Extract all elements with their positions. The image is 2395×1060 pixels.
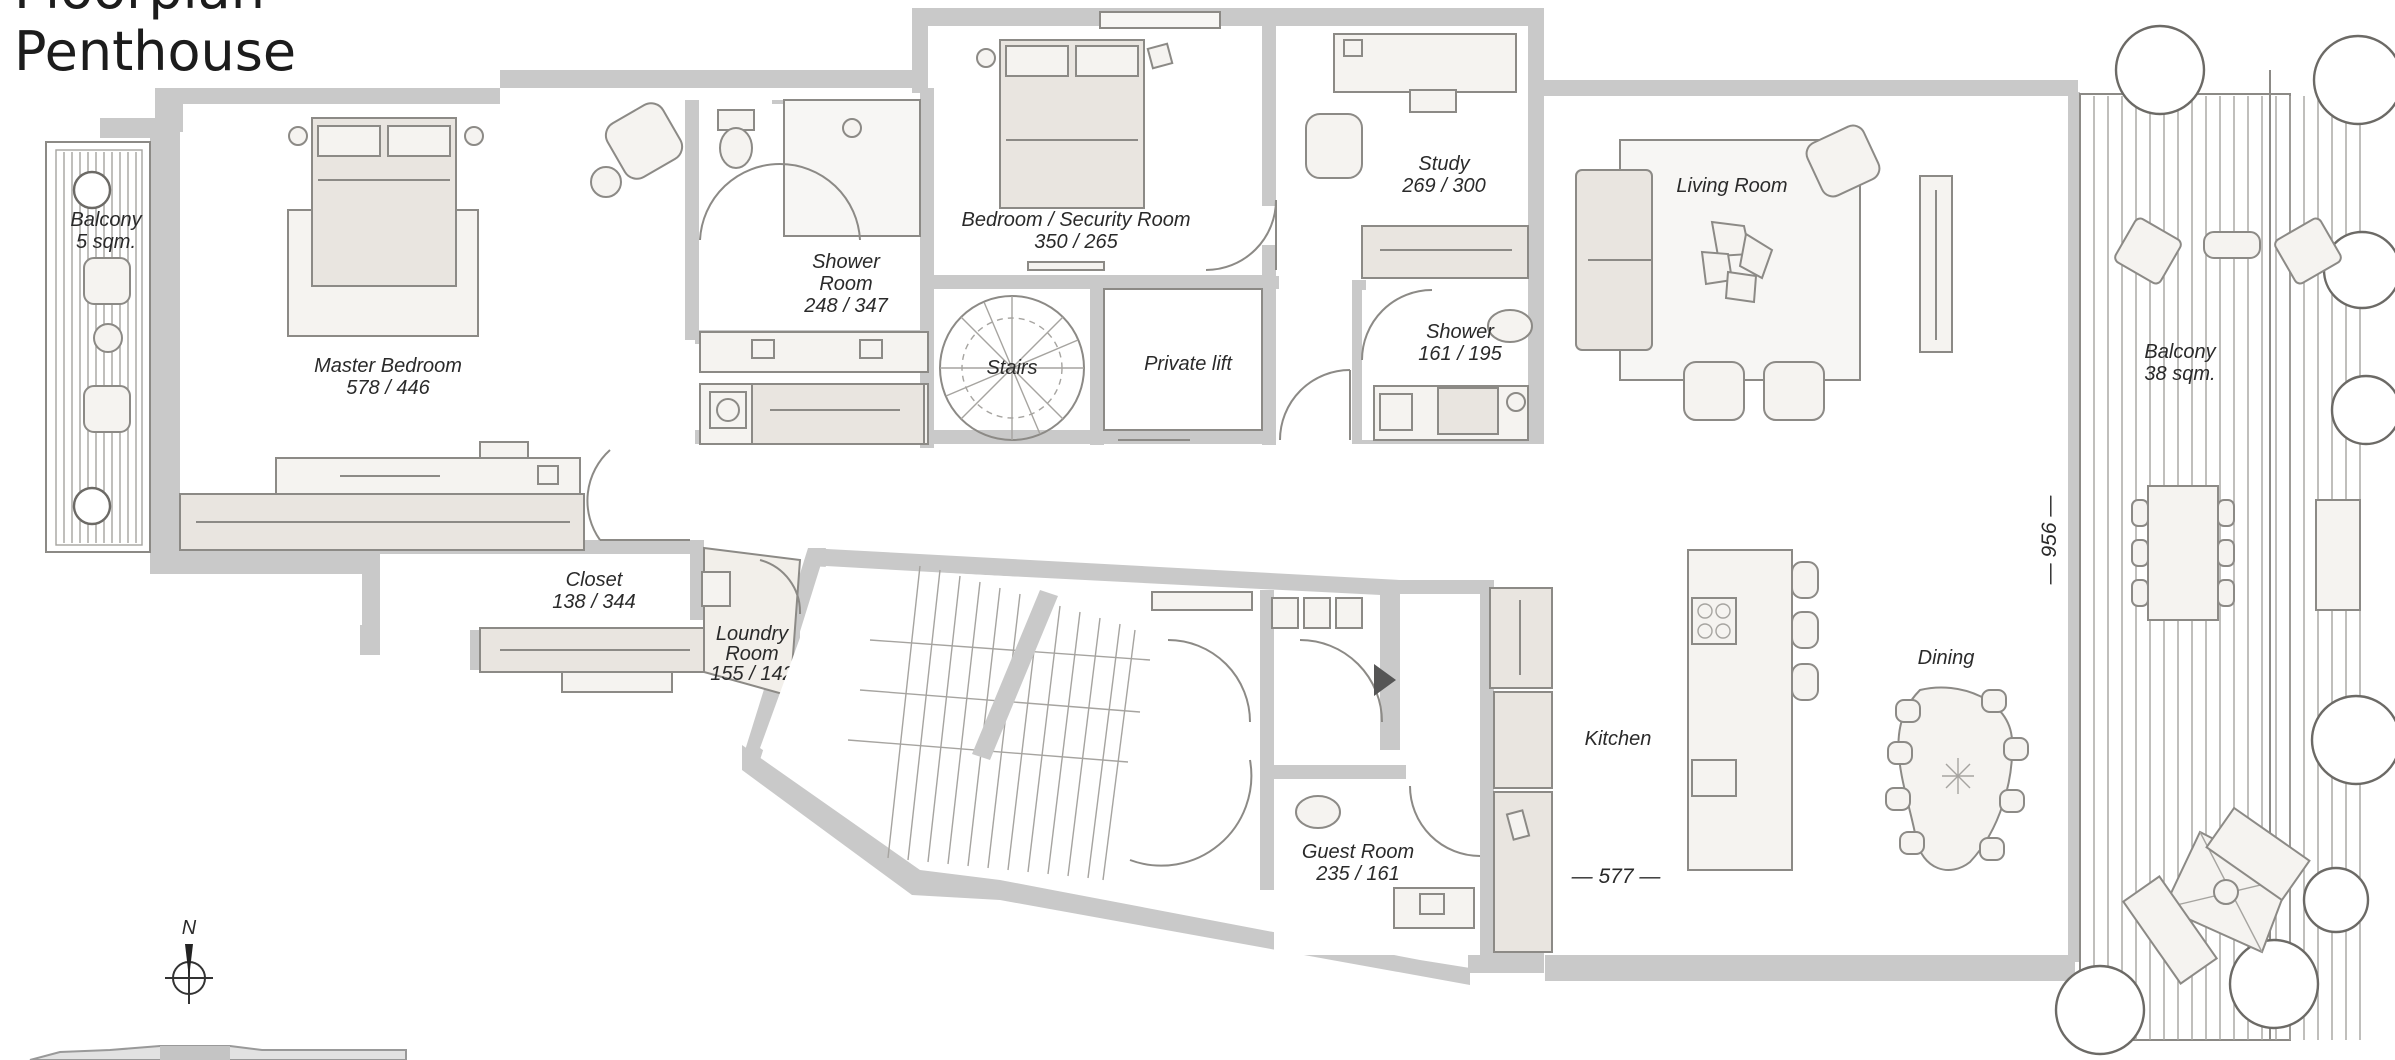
main-staircase [760, 565, 1396, 881]
living-room-name: Living Room [1676, 175, 1787, 197]
closet: Closet 138 / 344 [380, 449, 705, 693]
sink-icon [1419, 893, 1445, 915]
balcony-small-name: Balcony [70, 209, 142, 231]
private-lift: Private lift [1103, 288, 1263, 441]
tree-icon [2310, 694, 2395, 786]
balcony-large-size: 38 sqm. [2144, 363, 2215, 385]
balcony-small-size: 5 sqm. [76, 231, 136, 253]
shower-room: Shower Room 248 / 347 [699, 99, 929, 445]
closet-name: Closet [566, 569, 624, 591]
tree-icon [2312, 34, 2395, 126]
dining-name: Dining [1918, 647, 1975, 669]
study-size: 269 / 300 [1401, 175, 1485, 197]
tree-icon [2054, 964, 2146, 1056]
bedroom-security-room: Bedroom / Security Room 350 / 265 [934, 11, 1262, 275]
plan-title-line2: Penthouse [14, 20, 296, 83]
sink-icon [1379, 393, 1413, 431]
closet-size: 138 / 344 [552, 591, 635, 613]
study: Study 269 / 300 [1205, 26, 1529, 279]
compass-icon: N [165, 917, 213, 1004]
shower-room-size: 248 / 347 [803, 295, 888, 317]
sink-icon [859, 339, 883, 359]
laundry-name-2: Room [725, 643, 778, 665]
balcony-large-name: Balcony [2144, 341, 2216, 363]
shower-room-name-2: Room [819, 273, 872, 295]
compass-label: N [182, 917, 197, 939]
large-balcony: Balcony 38 sqm. [2054, 24, 2395, 1056]
laundry-room: Loundry Room 155 / 142 [701, 546, 802, 698]
laundry-size: 155 / 142 [710, 663, 793, 685]
key-plan [29, 1045, 407, 1060]
tree-icon [2228, 938, 2320, 1030]
laundry-name-1: Loundry [716, 623, 789, 645]
guest-room: Guest Room 235 / 161 [1274, 779, 1481, 955]
dining: Dining [1885, 647, 2029, 871]
tree-icon [72, 486, 112, 526]
shower-room-name-1: Shower [812, 251, 881, 273]
plan-title-line1: Floorplan [14, 0, 265, 21]
dimension-vertical: — 956 — [2038, 495, 2061, 586]
bedroom-security-size: 350 / 265 [1034, 231, 1118, 253]
dimension-horizontal: — 577 — [1571, 865, 1662, 888]
shower-name: Shower [1426, 321, 1495, 343]
tree-icon [2330, 374, 2395, 446]
study-name: Study [1418, 153, 1470, 175]
stove-icon [1691, 597, 1737, 645]
tree-icon [2114, 24, 2206, 116]
guest-room-size: 235 / 161 [1315, 863, 1399, 885]
arrow-icon [1374, 664, 1396, 696]
shower-size: 161 / 195 [1418, 343, 1502, 365]
sink-icon [751, 339, 775, 359]
tree-icon [72, 170, 112, 210]
toilet-icon [1295, 795, 1341, 829]
toilet-icon [1487, 309, 1533, 343]
kitchen: Kitchen [1489, 549, 1819, 953]
bedroom-security-name: Bedroom / Security Room [962, 209, 1191, 231]
small-balcony: Balcony 5 sqm. [45, 141, 151, 553]
living-room: Living Room [1544, 96, 2068, 955]
kitchen-name: Kitchen [1585, 728, 1652, 750]
private-lift-label: Private lift [1144, 353, 1233, 375]
master-bedroom-name: Master Bedroom [314, 355, 462, 377]
stairs-label: Stairs [986, 357, 1037, 379]
toilet-icon [719, 127, 753, 169]
spiral-stairs: Stairs [934, 289, 1090, 441]
master-bedroom: Master Bedroom 578 / 446 [179, 102, 685, 551]
sink-icon [1691, 759, 1737, 797]
master-bedroom-size: 578 / 446 [346, 377, 430, 399]
shower: Shower 161 / 195 [1279, 289, 1533, 441]
guest-room-name: Guest Room [1302, 841, 1414, 863]
tree-icon [2302, 866, 2370, 934]
